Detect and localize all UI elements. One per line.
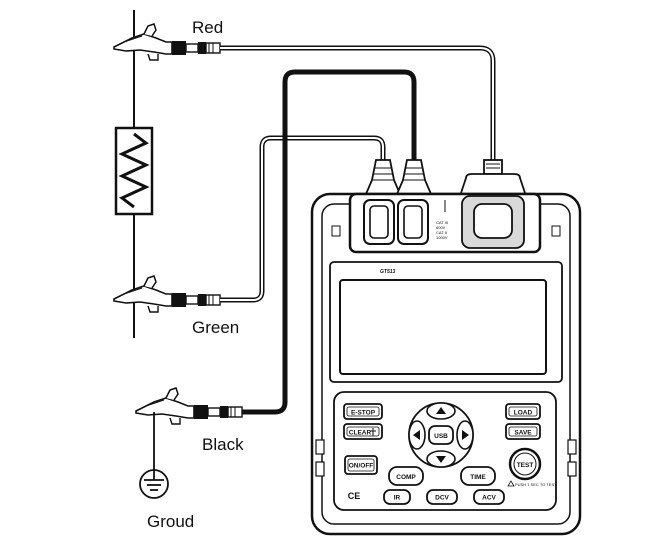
clear-button[interactable]: CLEAR <box>343 423 383 440</box>
time-button[interactable]: TIME <box>460 466 496 486</box>
green-lead-label: Green <box>192 318 240 337</box>
test-button[interactable]: TEST <box>508 447 542 481</box>
test-label: TEST <box>517 462 534 469</box>
load-button[interactable]: LOAD <box>505 403 541 420</box>
arrow-up-icon[interactable] <box>426 402 456 420</box>
ground-label: Groud <box>147 512 195 531</box>
lcd-screen <box>339 279 547 375</box>
usb-button[interactable]: USB <box>428 425 454 445</box>
red-plug <box>458 159 528 197</box>
port-rating-text: 1000V <box>436 235 448 240</box>
ground-symbol-icon <box>139 469 169 499</box>
insulation-tester-device: CAT III 600V CAT II 1000V GT513 <box>310 192 582 536</box>
save-label: SAVE <box>514 430 532 437</box>
alligator-clip-icon <box>135 387 243 425</box>
black-lead-wire <box>242 69 417 415</box>
green-plug <box>364 159 402 195</box>
arrow-right-icon[interactable] <box>456 420 474 450</box>
usb-label: USB <box>434 433 448 440</box>
save-button[interactable]: SAVE <box>505 423 541 440</box>
port-rating-text: 600V <box>436 225 446 230</box>
dcv-label: DCV <box>435 495 449 502</box>
onoff-button[interactable]: ON/OFF <box>344 455 378 475</box>
load-label: LOAD <box>514 410 533 417</box>
model-label: GT513 <box>380 269 396 275</box>
acv-label: ACV <box>482 495 496 502</box>
dcv-button[interactable]: DCV <box>426 489 458 505</box>
resistor-icon <box>114 126 154 216</box>
black-lead-label: Black <box>202 435 244 454</box>
alligator-clip-icon <box>113 275 221 313</box>
onoff-label: ON/OFF <box>349 463 374 470</box>
acv-button[interactable]: ACV <box>473 489 505 505</box>
arrow-left-icon[interactable] <box>408 420 426 450</box>
port-rating-text: CAT II <box>436 230 447 235</box>
red-lead-label: Red <box>192 18 224 37</box>
ce-mark: CE <box>348 491 361 501</box>
test-warning-text: PUSH 1 SEC TO TEST <box>515 482 557 487</box>
comp-button[interactable]: COMP <box>388 466 424 486</box>
arrow-down-icon[interactable] <box>426 450 456 468</box>
clear-label: CLEAR <box>349 430 372 437</box>
estop-button[interactable]: E-STOP <box>343 403 383 420</box>
port-rating-text: CAT III <box>436 220 448 225</box>
ir-label: IR <box>394 495 401 502</box>
estop-label: E-STOP <box>351 410 376 417</box>
ir-button[interactable]: IR <box>383 489 411 505</box>
black-plug <box>395 159 433 195</box>
time-label: TIME <box>470 474 486 481</box>
warning-triangle-icon <box>507 480 515 487</box>
comp-label: COMP <box>396 474 416 481</box>
